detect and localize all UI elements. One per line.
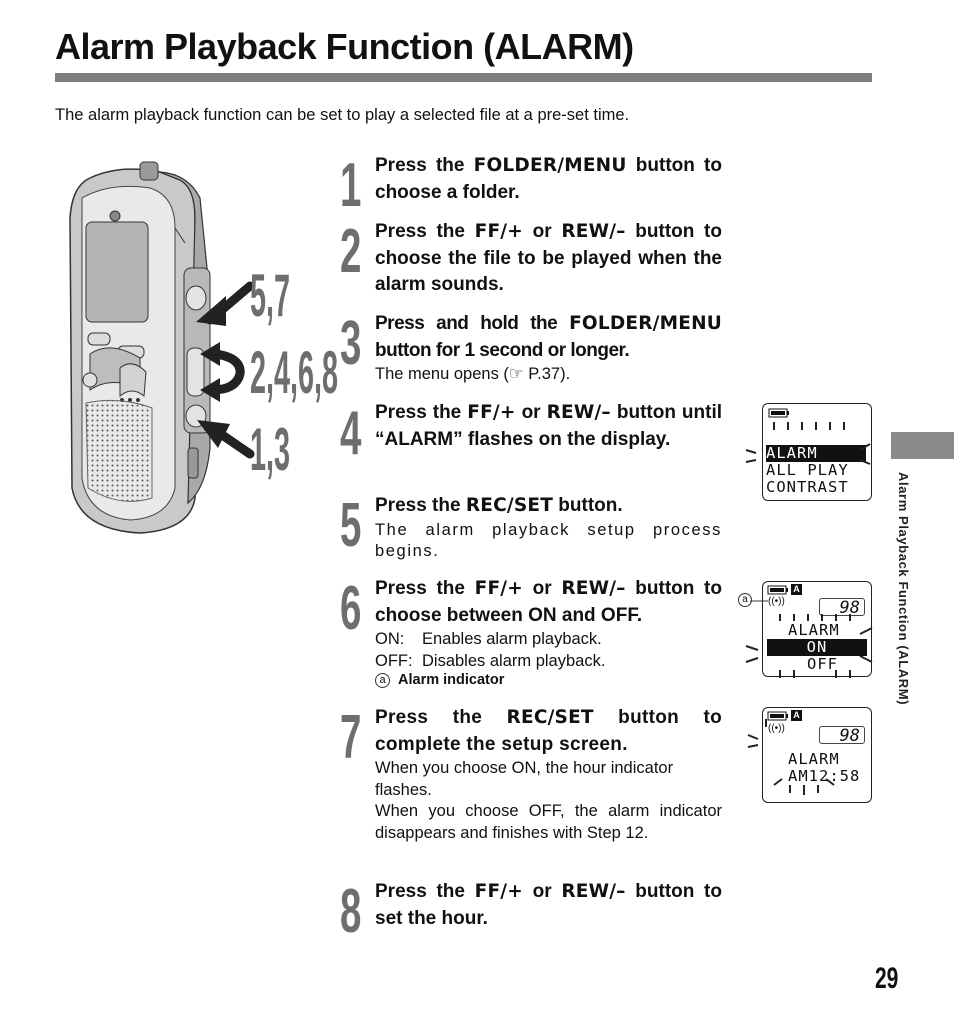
step-number: 8 (340, 877, 362, 946)
step-number: 4 (340, 399, 362, 468)
step-instruction: Press the REC/SET button. (375, 495, 623, 516)
voice-recorder-illustration (69, 161, 255, 534)
step-instruction: Press the FF/+ or REW/– button to choose… (375, 221, 722, 295)
step-5: Press the REC/SET button. The alarm play… (375, 493, 722, 563)
step-note: The alarm playback setup process begins. (375, 520, 722, 561)
alarm-indicator-icon: ((•)) (768, 723, 785, 734)
file-counter: 98 (819, 598, 865, 617)
page-number: 29 (875, 962, 899, 995)
option-on: ON:Enables alarm playback. (375, 630, 602, 648)
section-tab (891, 432, 954, 459)
intro-text: The alarm playback function can be set t… (55, 106, 630, 124)
folder-indicator: A (791, 584, 802, 595)
step-number: 3 (340, 309, 362, 378)
battery-icon (767, 585, 788, 595)
flashing-marks (745, 614, 873, 678)
flashing-marks (745, 422, 871, 465)
lcd-display-alarm-on-off: A ((•)) 98 ALARM ON OFF (762, 581, 872, 677)
step-number: 5 (340, 491, 362, 560)
step-instruction: Press the REC/SET button to complete the… (375, 707, 722, 755)
step-note: When you choose ON, the hour indicator f… (375, 759, 674, 799)
step-number: 6 (340, 574, 362, 643)
step-note-2: When you choose OFF, the alarm indicator… (375, 802, 722, 842)
file-counter: 98 (819, 726, 865, 745)
callout-mark: a (375, 672, 390, 688)
menu-item-alarm: ALARM (766, 445, 866, 462)
step-number: 1 (340, 151, 362, 220)
option-off: OFF:Disables alarm playback. (375, 651, 606, 670)
step-instruction: Press the FF/+ or REW/– button to choose… (375, 578, 722, 626)
step-note: The menu opens (☞ P.37). (375, 365, 571, 383)
callout-steps-2-4-6-8: 2,4,6,8 (250, 339, 339, 406)
step-1: Press the FOLDER/MENU button to choose a… (375, 153, 722, 206)
menu-item-contrast: CONTRAST (766, 478, 849, 496)
option-on-selected: ON (767, 639, 867, 656)
callout-mark-a: a (738, 593, 752, 607)
step-instruction: Press the FF/+ or REW/– button until “AL… (375, 402, 723, 450)
step-instruction: Press and hold the FOLDER/MENU button fo… (375, 313, 722, 361)
callout-steps-5-7: 5,7 (250, 262, 291, 329)
alarm-time: AM12:58 (788, 767, 861, 785)
step-4: Press the FF/+ or REW/– button until “AL… (375, 400, 722, 453)
step-instruction: Press the FF/+ or REW/– button to set th… (375, 881, 722, 929)
callout-steps-1-3: 1,3 (250, 416, 291, 483)
step-2: Press the FF/+ or REW/– button to choose… (375, 219, 722, 299)
alarm-indicator-icon: ((•)) (768, 596, 785, 607)
page-title: Alarm Playback Function (ALARM) (55, 26, 634, 67)
folder-indicator: A (791, 710, 802, 721)
lcd-label-alarm: ALARM (788, 750, 840, 768)
leader-line (750, 600, 768, 602)
flashing-marks (747, 719, 835, 795)
step-8: Press the FF/+ or REW/– button to set th… (375, 879, 722, 932)
step-6: Press the FF/+ or REW/– button to choose… (375, 576, 722, 688)
step-number: 7 (340, 703, 362, 772)
side-section-label: Alarm Playback Function (ALARM) (896, 472, 911, 706)
lcd-label-alarm: ALARM (788, 621, 840, 639)
option-off: OFF (807, 655, 838, 673)
step-7: Press the REC/SET button to complete the… (375, 705, 722, 844)
lcd-display-menu: ALARM ALL PLAY CONTRAST (762, 403, 872, 501)
title-rule (55, 73, 872, 82)
step-number: 2 (340, 217, 362, 286)
battery-icon (767, 711, 788, 721)
step-instruction: Press the FOLDER/MENU button to choose a… (375, 155, 722, 203)
step-3: Press and hold the FOLDER/MENU button fo… (375, 311, 722, 386)
battery-icon (768, 408, 789, 418)
menu-item-all-play: ALL PLAY (766, 461, 849, 479)
